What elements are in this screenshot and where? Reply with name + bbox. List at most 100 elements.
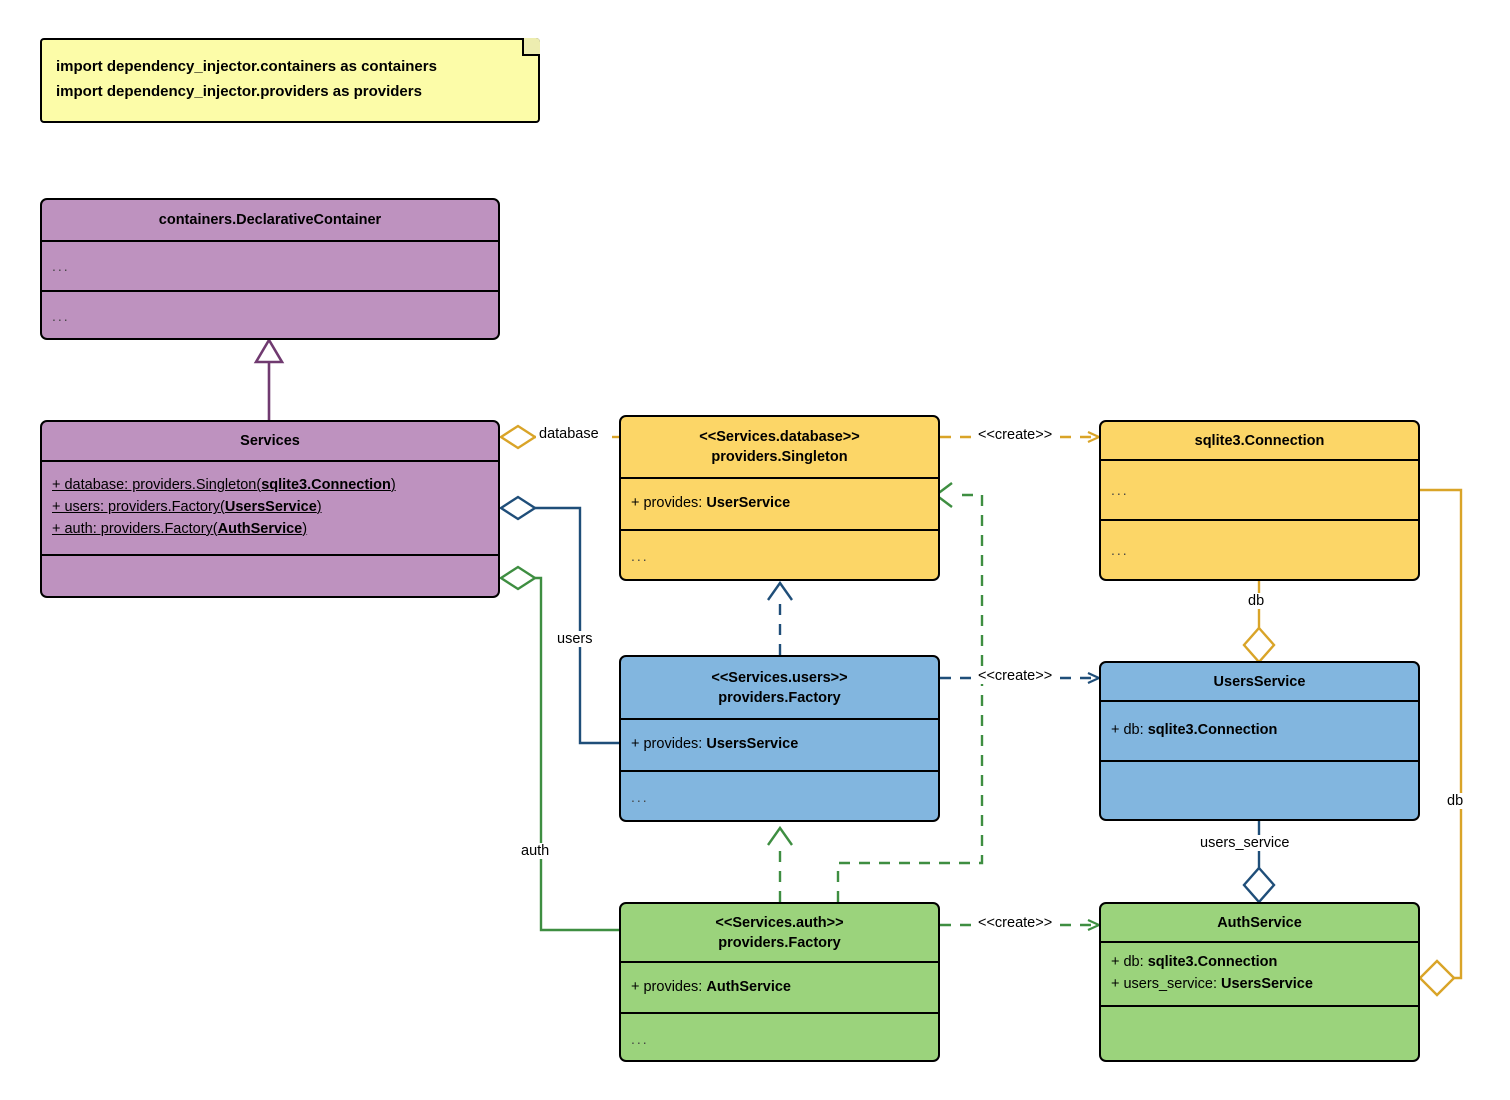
attribute-row: + db: sqlite3.Connection — [1111, 952, 1408, 974]
attribute-placeholder: ... — [1111, 481, 1129, 498]
divider — [1101, 459, 1418, 461]
edge-label-create-users: <<create>> — [975, 668, 1056, 684]
attribute-prefix: + users_service: — [1111, 976, 1222, 992]
attribute-type: sqlite3.Connection — [261, 477, 391, 494]
edge-aggregation-db-authservice — [1418, 488, 1463, 997]
class-stereotype: <<Services.auth>> — [715, 914, 844, 931]
attribute-prefix: + db: — [1111, 722, 1148, 739]
edge-label-db-authservice: db — [1444, 793, 1467, 809]
class-title-declarativecontainer: containers.DeclarativeContainer — [158, 212, 382, 228]
note-line-2: import dependency_injector.providers as … — [56, 83, 422, 101]
edge-label-auth: auth — [518, 843, 553, 859]
operation-placeholder: ... — [1111, 541, 1129, 558]
operations-compartment-authservice — [1101, 1007, 1418, 1060]
divider — [621, 770, 938, 772]
attributes-compartment-services: + database: providers.Singleton(sqlite3.… — [42, 462, 498, 554]
divider — [1101, 941, 1418, 943]
attribute-prefix: + users: providers.Factory( — [52, 499, 225, 516]
divider — [621, 529, 938, 531]
attribute-row: + users_service: UsersService — [1111, 974, 1408, 996]
edge-aggregation-usersservice-authservice — [1242, 821, 1276, 904]
attribute-row: + auth: providers.Factory(AuthService) — [52, 519, 488, 541]
class-name: providers.Singleton — [711, 449, 848, 465]
operation-placeholder: ... — [631, 1030, 649, 1047]
class-title-authservice: AuthService — [1217, 914, 1302, 931]
attribute-row: + users: providers.Factory(UsersService) — [52, 497, 488, 519]
attribute-type: UsersService — [224, 499, 317, 516]
class-title-services-auth: <<Services.auth>> providers.Factory — [621, 904, 938, 961]
class-services-auth-provider[interactable]: <<Services.auth>> providers.Factory + pr… — [619, 902, 940, 1062]
divider — [621, 961, 938, 963]
note-line-1: import dependency_injector.containers as… — [56, 58, 437, 75]
class-sqlite3-connection[interactable]: sqlite3.Connection ... ... — [1099, 420, 1420, 581]
attribute-prefix: + db: — [1111, 954, 1148, 971]
operations-compartment-sqlite3-connection: ... — [1101, 521, 1418, 579]
attributes-compartment-authservice: + db: sqlite3.Connection + users_service… — [1101, 943, 1418, 1005]
divider — [1101, 519, 1418, 521]
edge-dependency-users-database — [767, 580, 793, 655]
divider — [42, 240, 498, 242]
attribute-type: AuthService — [217, 520, 303, 537]
attribute-prefix: + provides: — [631, 978, 707, 995]
attribute-type: AuthService — [706, 978, 791, 995]
attribute-placeholder: ... — [52, 257, 70, 274]
class-usersservice[interactable]: UsersService + db: sqlite3.Connection — [1099, 661, 1420, 821]
operations-compartment-services-users: ... — [621, 772, 938, 820]
operations-compartment-services-database: ... — [621, 531, 938, 579]
class-stereotype: <<Services.database>> — [699, 429, 860, 445]
operation-placeholder: ... — [52, 307, 70, 324]
class-services-database-provider[interactable]: <<Services.database>> providers.Singleto… — [619, 415, 940, 581]
attributes-compartment-services-auth: + provides: AuthService — [621, 963, 938, 1012]
class-title-sqlite3-connection: sqlite3.Connection — [1194, 432, 1325, 449]
attribute-type: sqlite3.Connection — [1147, 954, 1278, 971]
operation-placeholder: ... — [631, 547, 649, 564]
class-name: providers.Factory — [718, 689, 841, 706]
edge-label-db-usersservice: db — [1245, 593, 1268, 609]
divider — [42, 460, 498, 462]
class-title-usersservice: UsersService — [1213, 673, 1306, 690]
divider — [1101, 1005, 1418, 1007]
attribute-type: UsersService — [706, 736, 799, 753]
class-stereotype: <<Services.users>> — [711, 669, 848, 686]
divider — [42, 290, 498, 292]
divider — [42, 554, 498, 556]
divider — [1101, 700, 1418, 702]
attribute-prefix: + provides: — [631, 495, 707, 512]
class-services-users-provider[interactable]: <<Services.users>> providers.Factory + p… — [619, 655, 940, 822]
attribute-row: + provides: AuthService — [631, 977, 928, 999]
import-note: import dependency_injector.containers as… — [40, 38, 540, 123]
edge-label-database: database — [536, 426, 602, 442]
operations-compartment-declarativecontainer: ... — [42, 292, 498, 338]
attribute-suffix: ) — [302, 520, 308, 537]
class-containers-declarativecontainer[interactable]: containers.DeclarativeContainer ... ... — [40, 198, 500, 340]
edge-label-create-database: <<create>> — [975, 427, 1056, 443]
class-name: providers.Factory — [718, 934, 841, 951]
class-title-services-database: <<Services.database>> providers.Singleto… — [621, 417, 938, 477]
edge-aggregation-services-users — [498, 495, 619, 745]
attribute-type: UsersService — [1221, 976, 1313, 992]
class-authservice[interactable]: AuthService + db: sqlite3.Connection + u… — [1099, 902, 1420, 1062]
attribute-suffix: ) — [316, 499, 322, 516]
attributes-compartment-services-database: + provides: UserService — [621, 479, 938, 529]
attribute-prefix: + provides: — [631, 736, 707, 753]
attribute-row: + db: sqlite3.Connection — [1111, 720, 1408, 742]
edge-generalization-services-declarativecontainer — [253, 337, 285, 420]
attribute-prefix: + auth: providers.Factory( — [52, 520, 218, 537]
class-services[interactable]: Services + database: providers.Singleton… — [40, 420, 500, 598]
divider — [1101, 760, 1418, 762]
attributes-compartment-services-users: + provides: UsersService — [621, 720, 938, 770]
attribute-row: + database: providers.Singleton(sqlite3.… — [52, 475, 488, 497]
attribute-type: sqlite3.Connection — [1147, 722, 1278, 739]
class-title-services-users: <<Services.users>> providers.Factory — [621, 657, 938, 718]
attribute-row: + provides: UsersService — [631, 734, 928, 756]
operations-compartment-services — [42, 556, 498, 596]
edge-dependency-auth-users — [767, 825, 793, 902]
note-fold-corner — [522, 38, 540, 56]
class-title-services: Services — [240, 433, 300, 449]
edge-aggregation-services-auth — [498, 565, 619, 932]
operation-placeholder: ... — [631, 788, 649, 805]
operations-compartment-services-auth: ... — [621, 1014, 938, 1060]
attributes-compartment-sqlite3-connection: ... — [1101, 461, 1418, 519]
attribute-type: UserService — [706, 495, 791, 512]
divider — [621, 477, 938, 479]
